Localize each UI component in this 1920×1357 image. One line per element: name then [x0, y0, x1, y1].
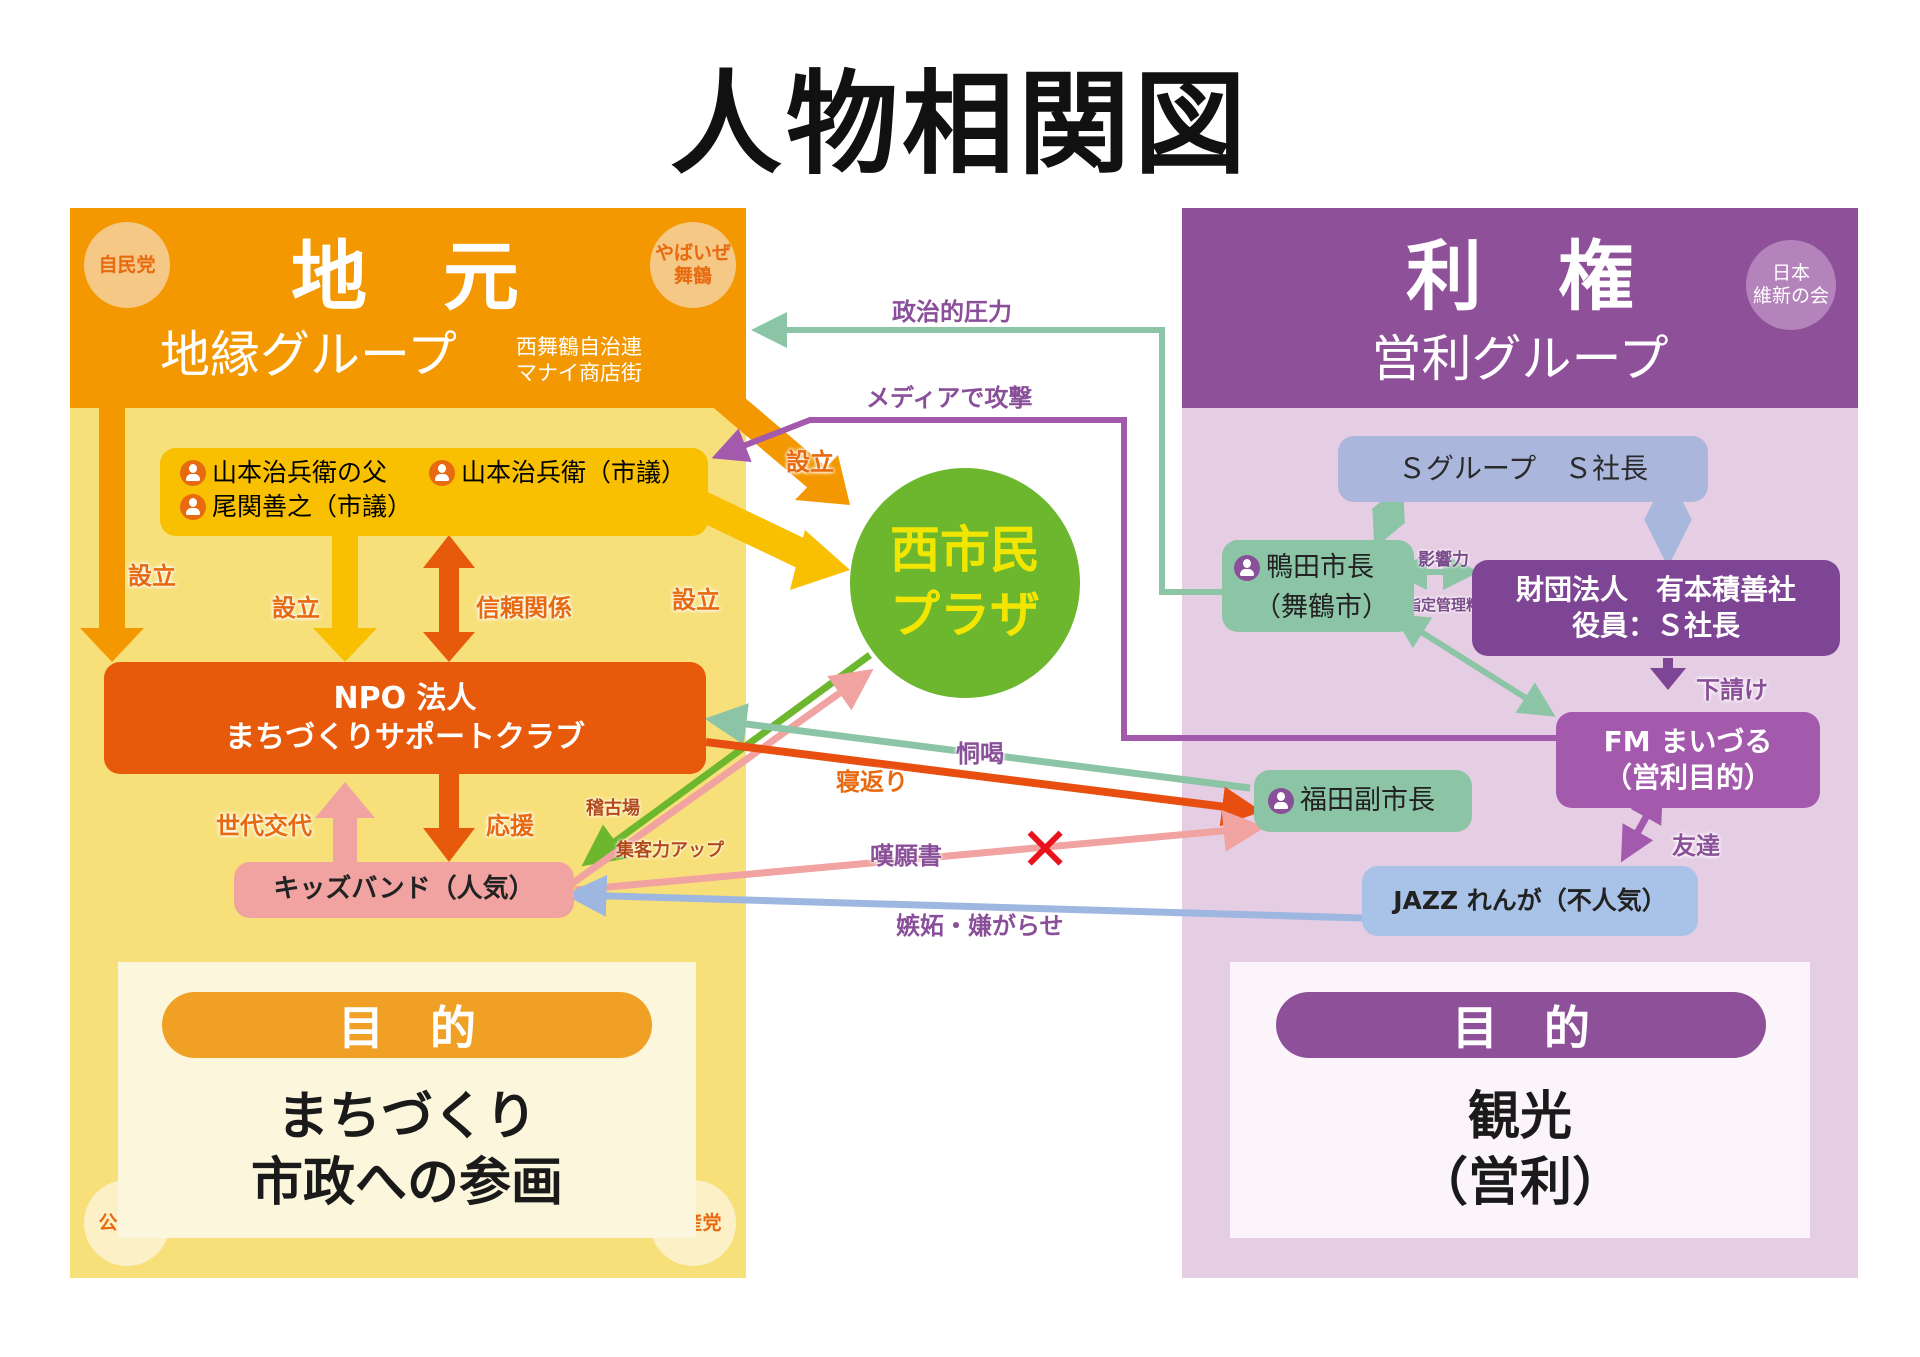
npo-box: NPO 法人 まちづくりサポートクラブ — [104, 662, 706, 774]
label-practice-space: 稽古場 — [586, 798, 640, 819]
arrowhead-found-mid — [313, 628, 377, 662]
fm-line-1: FM まいづる — [1603, 724, 1773, 758]
jazz-renga-box: JAZZ れんが（不人気） — [1362, 866, 1698, 936]
arrowhead-found-right — [790, 530, 850, 590]
person-ozeki: 尾関善之（市議） — [180, 490, 412, 524]
arrow-political-pressure — [751, 312, 1222, 595]
label-political-pressure: 政治的圧力 — [892, 298, 1012, 326]
local-purpose-label: 目 的 — [162, 992, 652, 1058]
arrow-practice — [581, 652, 873, 867]
fm-maizuru-box: FM まいづる （営利目的） — [1556, 712, 1820, 808]
arrow-intimidation — [704, 703, 1251, 792]
local-org-jichiren: 西舞鶴自治連 — [516, 335, 642, 359]
label-intimidation: 恫喝 — [956, 740, 1004, 768]
profit-group-subheading: 営利グループ — [1371, 330, 1669, 388]
deputy-mayor-box: 福田副市長 — [1254, 770, 1472, 832]
arrow-found-right — [693, 491, 822, 574]
arrow-mayor-fm — [1392, 613, 1556, 717]
foundation-line-2: 役員：Ｓ社長 — [1571, 609, 1740, 642]
local-group-heading: 地 元 — [291, 232, 519, 321]
label-influence: 影響力 — [1418, 550, 1469, 570]
label-subcontract: 下請け — [1696, 676, 1768, 704]
person-icon — [429, 459, 456, 486]
person-deputy-mayor: 福田副市長 — [1268, 783, 1435, 819]
profit-group-header — [1182, 208, 1858, 408]
label-petition: 嘆願書 — [870, 842, 942, 870]
profit-purpose-label: 目 的 — [1276, 992, 1766, 1058]
petition-rejected-mark: ✕ — [1020, 815, 1071, 885]
label-found-mid: 設立 — [272, 594, 320, 622]
local-org-shotengai: マナイ商店街 — [516, 361, 642, 385]
s-group-box: Ｓグループ Ｓ社長 — [1338, 436, 1708, 502]
founders-box: 山本治兵衛の父 山本治兵衛（市議） 尾関善之（市議） — [160, 448, 708, 536]
local-purpose-text-1: まちづくり — [276, 1086, 537, 1147]
label-generation: 世代交代 — [216, 812, 312, 840]
label-found-left: 設立 — [128, 562, 176, 590]
arrow-attract — [567, 668, 874, 888]
arrow-friends — [1620, 786, 1663, 863]
npo-line-2: まちづくりサポートクラブ — [225, 720, 585, 755]
person-icon — [1268, 788, 1294, 814]
label-designated-fee: 指定管理料 — [1406, 596, 1482, 614]
arrow-sgroup-mayor — [1371, 483, 1406, 549]
person-icon — [1234, 554, 1260, 581]
arrowhead-found-left — [80, 628, 144, 662]
page-title: 人物相関図 — [670, 60, 1250, 190]
person-icon — [180, 493, 206, 520]
local-group-subheading: 地縁グループ — [160, 326, 457, 384]
local-purpose-text-2: 市政への参画 — [250, 1152, 563, 1213]
foundation-box: 財団法人 有本積善社 役員：Ｓ社長 — [1472, 560, 1840, 656]
label-found-right: 設立 — [672, 586, 720, 614]
person-yamamoto: 山本治兵衛（市議） — [429, 456, 686, 490]
person-mayor: 鴨田市長 — [1234, 550, 1374, 585]
plaza-line-1: 西市民 — [890, 521, 1040, 579]
arrow-betrayal — [705, 738, 1262, 827]
label-media-attack: メディアで攻撃 — [866, 384, 1033, 412]
arrowhead-subcontract — [1650, 668, 1686, 690]
nishi-shimin-plaza: 西市民 プラザ — [850, 468, 1080, 698]
mayor-affiliation: （舞鶴市） — [1254, 591, 1389, 623]
arrowhead-trust-down — [423, 632, 475, 662]
party-badge-ishin: 日本 維新の会 — [1746, 240, 1836, 330]
npo-line-1: NPO 法人 — [333, 681, 477, 716]
profit-purpose-text-1: 観光 — [1467, 1086, 1572, 1147]
profit-purpose-text-2: （営利） — [1415, 1152, 1624, 1213]
arrow-jealousy — [564, 874, 1363, 922]
arrow-media-attack — [711, 417, 1560, 741]
kids-band-box: キッズバンド（人気） — [234, 862, 574, 918]
label-jealousy: 嫉妬・嫌がらせ — [896, 912, 1064, 940]
label-betrayal: 寝返り — [836, 768, 908, 796]
party-badge-ldp: 自民党 — [84, 222, 170, 308]
label-attract: 集客力アップ — [616, 840, 724, 861]
person-icon — [180, 459, 206, 486]
arrowhead-support — [423, 828, 475, 862]
label-trust: 信頼関係 — [476, 594, 572, 622]
mayor-box: 鴨田市長 （舞鶴市） — [1222, 540, 1414, 632]
label-support: 応援 — [486, 812, 534, 840]
arrowhead-generation — [315, 782, 375, 818]
label-found-plaza: 設立 — [786, 448, 834, 476]
plaza-line-2: プラザ — [890, 586, 1040, 644]
arrowhead-found-plaza — [795, 455, 850, 505]
profit-group-heading: 利 権 — [1406, 232, 1634, 321]
local-group-header — [70, 208, 746, 408]
fm-line-2: （営利目的） — [1603, 761, 1772, 794]
label-friends: 友達 — [1672, 832, 1720, 860]
arrow-petition — [574, 809, 1266, 894]
person-yamamoto-father: 山本治兵衛の父 — [180, 456, 387, 490]
party-badge-yabaize: やばいぜ 舞鶴 — [650, 222, 736, 308]
foundation-line-1: 財団法人 有本積善社 — [1515, 572, 1796, 606]
arrowhead-trust-up — [423, 535, 475, 568]
